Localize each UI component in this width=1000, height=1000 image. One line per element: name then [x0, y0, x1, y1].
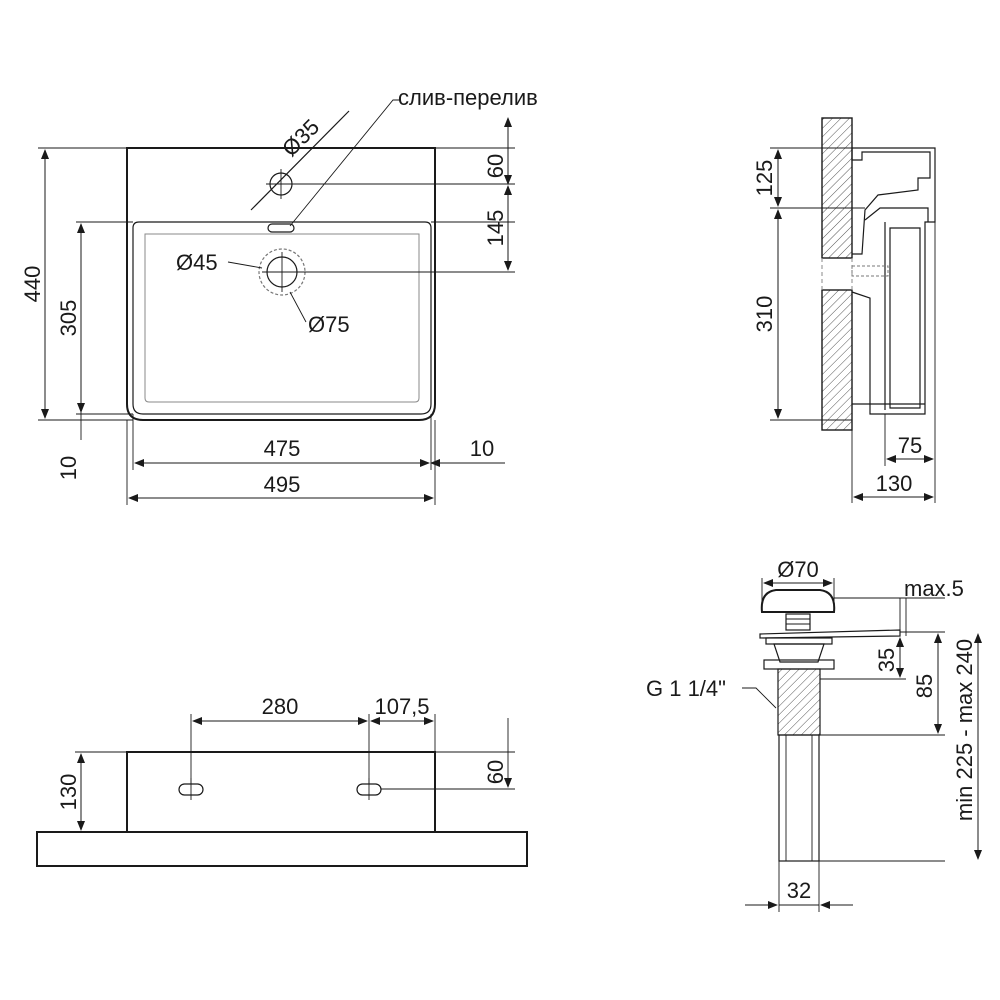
dim-dia70-label: Ø70: [777, 557, 819, 582]
wall-upper: [821, 117, 853, 259]
thread-leader: [742, 687, 777, 709]
dim-10-bottom-label: 10: [56, 456, 81, 480]
dim-32-label: 32: [787, 878, 811, 903]
dia45-leader: [227, 261, 263, 269]
dim-495-label: 495: [264, 472, 301, 497]
dia35-leader: [250, 110, 350, 211]
dim-145-label: 145: [483, 210, 508, 247]
drain-view: Ø70 max.5 35 85 min 225 - max 240 G 1 1/…: [646, 557, 982, 912]
bowl-inner-outline: [144, 233, 420, 403]
dim-10-side-label: 10: [470, 436, 494, 461]
top-view: Ø35 слив-перелив Ø45 Ø75 440 305 10 60 1…: [20, 85, 538, 505]
dim-front-60-label: 60: [483, 760, 508, 784]
bowl-outline: [132, 221, 432, 415]
drain-flange: [759, 629, 901, 639]
dia75-label: Ø75: [308, 312, 350, 337]
dim-max5-label: max.5: [904, 576, 964, 601]
dim-107-5-label: 107,5: [374, 694, 429, 719]
dia45-label: Ø45: [176, 250, 218, 275]
side-view: 125 310 75 130: [752, 117, 936, 503]
dim-130-label: 130: [876, 471, 913, 496]
dim-305-label: 305: [56, 300, 81, 337]
dim-440-label: 440: [20, 266, 45, 303]
drain-stem: [785, 613, 811, 631]
dim-475-label: 475: [264, 436, 301, 461]
overflow-channel: [851, 265, 889, 277]
dim-35-label: 35: [874, 648, 899, 672]
drain-pipe: [778, 734, 820, 862]
overflow-label: слив-перелив: [398, 85, 538, 110]
dim-60-label: 60: [483, 154, 508, 178]
basin-front: [126, 751, 436, 833]
dim-front-130-label: 130: [56, 774, 81, 811]
drain-cap: [760, 589, 836, 613]
dim-75-label: 75: [898, 433, 922, 458]
dia35-label: Ø35: [277, 114, 324, 161]
dim-310-label: 310: [752, 296, 777, 333]
countertop: [36, 831, 528, 867]
drain-nut: [773, 643, 825, 663]
overflow-slot: [267, 223, 295, 233]
dia75-leader: [289, 291, 307, 323]
drain-thread: [777, 668, 821, 736]
dim-125-label: 125: [752, 160, 777, 197]
drain-nut-ring: [763, 659, 835, 670]
dim-range-label: min 225 - max 240: [952, 639, 977, 821]
dim-280-label: 280: [262, 694, 299, 719]
front-view: 280 107,5 130 60: [36, 694, 528, 867]
thread-label: G 1 1/4": [646, 676, 726, 701]
basin-section: [851, 147, 936, 415]
wall-lower: [821, 289, 853, 431]
basin-outline: [126, 147, 436, 421]
drain-flange-base: [765, 637, 833, 645]
dim-85-label: 85: [912, 674, 937, 698]
